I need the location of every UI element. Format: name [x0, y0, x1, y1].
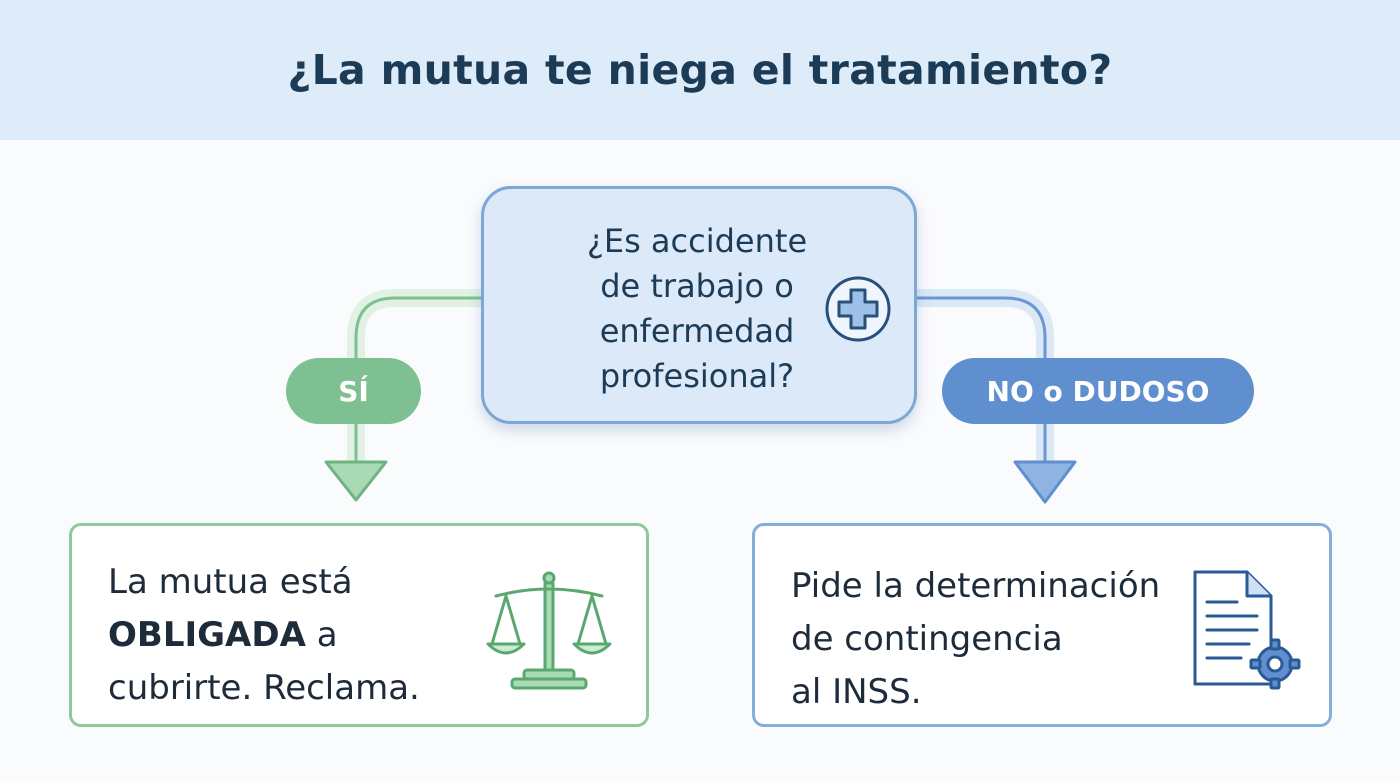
medical-cross-icon [825, 276, 891, 342]
yes-result-box: La mutua está OBLIGADA a cubrirte. Recla… [69, 523, 649, 727]
yes-result-connector: a [305, 615, 338, 655]
no-result-line: de contingencia [791, 619, 1063, 659]
yes-result-line: OBLIGADA a [108, 609, 508, 662]
question-line: ¿Es accidente [586, 222, 808, 260]
question-box: ¿Es accidente de trabajo o enfermedad pr… [481, 186, 917, 424]
yes-result-text: La mutua está OBLIGADA a cubrirte. Recla… [108, 556, 508, 715]
question-text: ¿Es accidente de trabajo o enfermedad pr… [564, 219, 830, 399]
header-banner: ¿La mutua te niega el tratamiento? [0, 0, 1400, 140]
document-gear-icon [1193, 570, 1301, 690]
question-line: de trabajo o [600, 267, 794, 305]
no-result-box: Pide la determinación de contingencia al… [752, 523, 1332, 727]
no-arrow-head [1013, 460, 1077, 504]
no-result-line: al INSS. [791, 672, 922, 712]
yes-arrow-head [324, 460, 388, 502]
question-line: enfermedad [599, 312, 795, 350]
page-title: ¿La mutua te niega el tratamiento? [287, 46, 1113, 94]
scales-icon [486, 571, 612, 690]
no-result-text: Pide la determinación de contingencia al… [791, 560, 1211, 719]
question-line: profesional? [599, 357, 795, 395]
no-result-line: Pide la determinación [791, 566, 1161, 606]
yes-result-emphasis: OBLIGADA [108, 615, 306, 655]
yes-branch-label: SÍ [286, 358, 421, 424]
no-branch-label: NO o DUDOSO [942, 358, 1254, 424]
yes-result-line: La mutua está [108, 562, 353, 602]
yes-result-line: cubrirte. Reclama. [108, 668, 420, 708]
